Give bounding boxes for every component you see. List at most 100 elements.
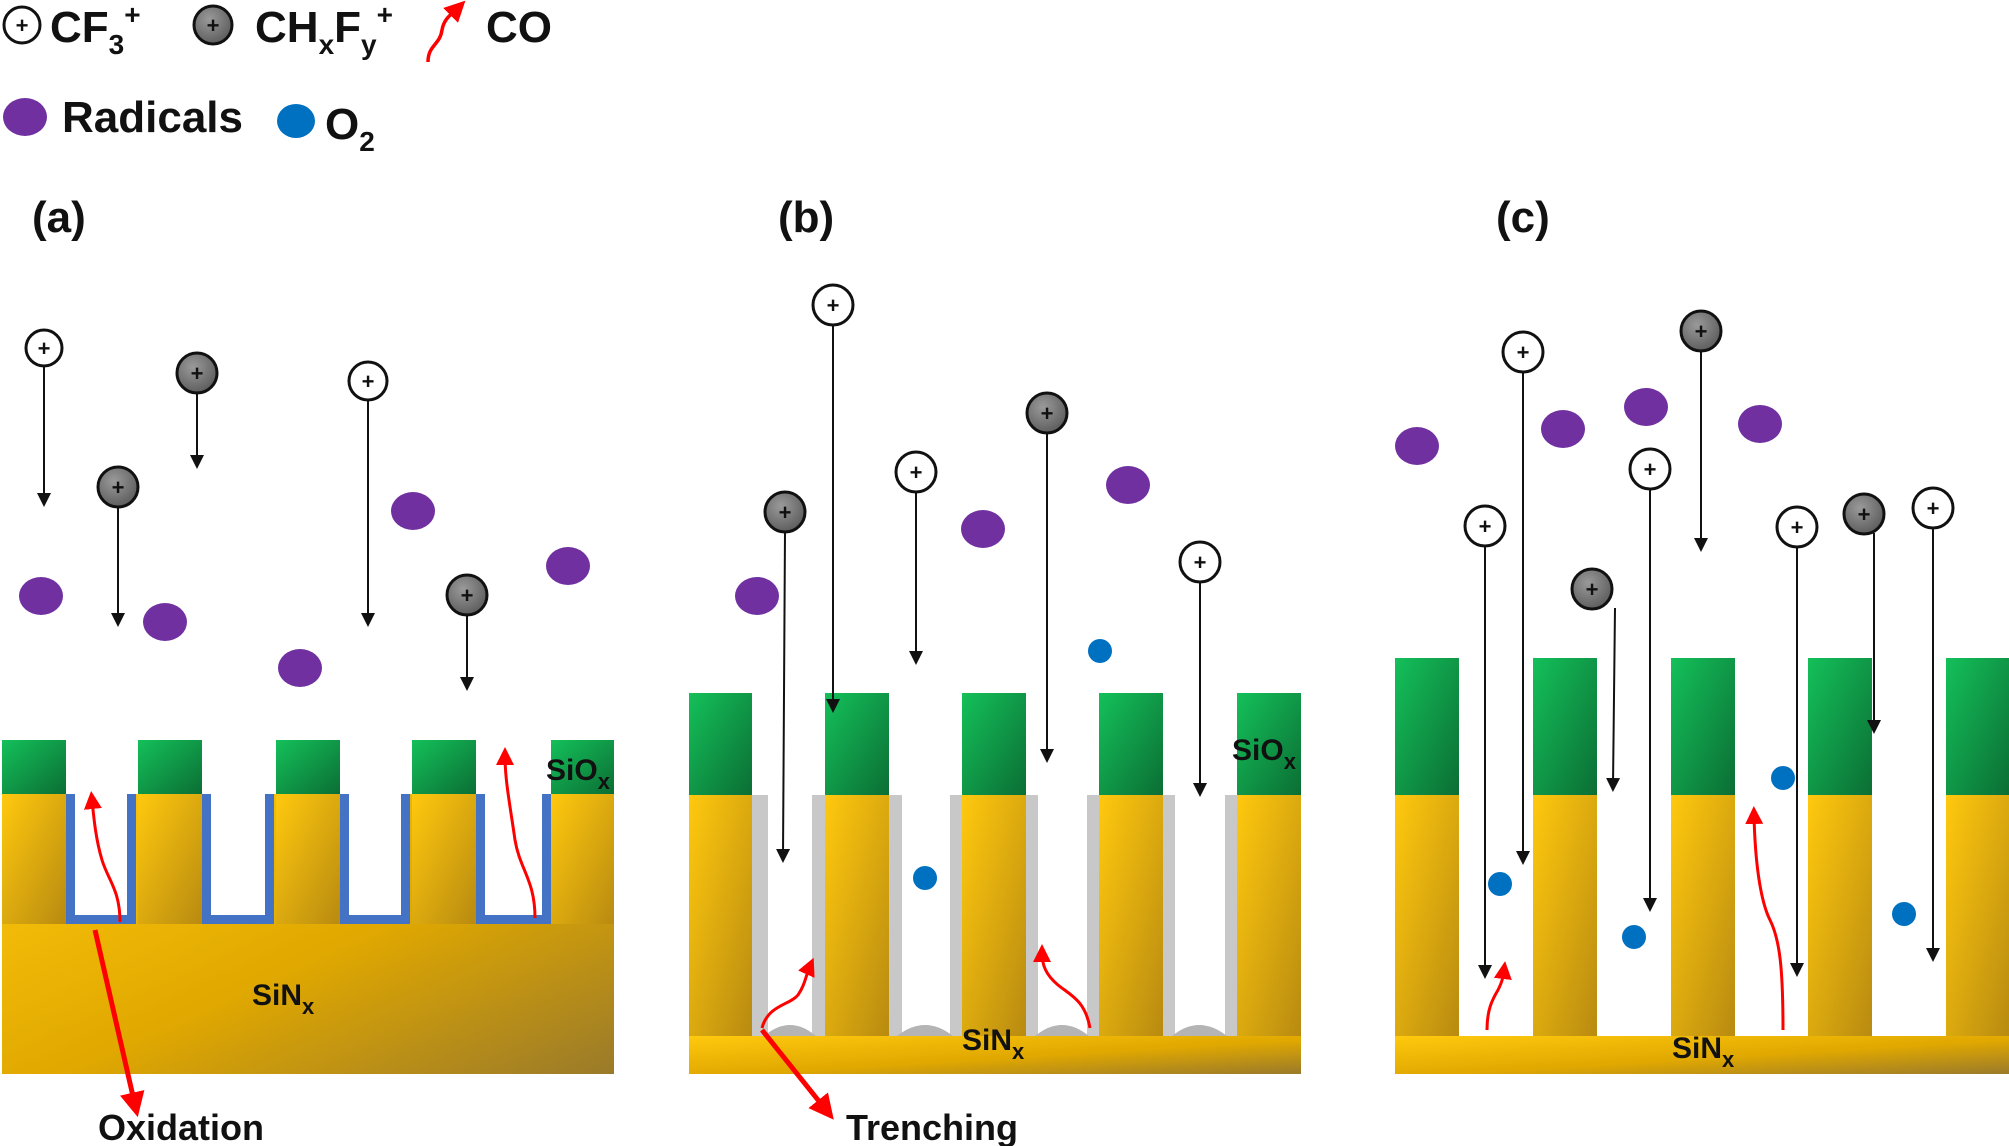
trench [211,794,265,915]
chxfy-ion-icon [192,4,234,46]
ion-plus: + [1517,340,1530,365]
siox-block [962,693,1026,795]
sidewall-film [752,795,768,1036]
legend-o2-label: O2 [325,100,375,157]
siox-block [1237,693,1301,795]
radical-icon [961,510,1005,548]
radical-icon [3,98,47,136]
chxfy-ion-icon [175,351,219,395]
siox-block [825,693,889,795]
legend-radicals: Radicals [3,93,243,142]
sinx-pillar [138,794,202,924]
o2-icon [1088,639,1112,663]
ion-plus: + [1479,514,1492,539]
chxfy-ion-icon [1025,391,1069,435]
trenches [66,794,551,924]
radical-icon [278,649,322,687]
oxidation-label: Oxidation [98,1107,264,1146]
pillars [2,794,614,924]
panel-b: (b) [689,193,1301,1146]
o2-molecules [1488,766,1916,949]
oxide-liner [340,794,410,924]
legend-chxfy-label: CHxFy+ [255,0,393,60]
o2-icon [913,866,937,890]
sinx-pillar [412,794,476,924]
ion-plus: + [1644,457,1657,482]
sinx-pillar [276,794,340,924]
co-arrow-icon [1033,944,1092,1029]
panel-c: (c) SiNx [1395,193,2009,1074]
co-arrow-icon [760,957,815,1029]
sinx-pillar [1237,795,1301,1036]
sidewall-film [1225,795,1237,1036]
ion-plus: + [207,13,220,38]
sinx-pillar [1099,795,1163,1036]
trench-bottom-deposit [764,1025,816,1036]
siox-block [276,740,340,794]
radical-icon [735,577,779,615]
ion-plus: + [112,475,125,500]
radicals [19,492,590,687]
siox-block [1946,658,2009,795]
sinx-pillar [1946,795,2009,1036]
trenching-arrow [760,1028,834,1120]
radical-icon [1106,466,1150,504]
sinx-pillar [825,795,889,1036]
ion-plus: + [827,293,840,318]
oxide-liner [476,794,551,924]
co-arrow-icon [1745,806,1785,1031]
ion-plus: + [1695,319,1708,344]
ion-trajectory [776,530,791,863]
panel-b-tag: (b) [778,193,834,242]
co-arrow-icon [426,0,466,63]
ion-plus: + [16,13,29,38]
legend: + CF3+ + CHxFy+ CO Radicals O2 [2,0,552,157]
radical-icon [391,492,435,530]
o2-icon [1488,872,1512,896]
sinx-label: SiNx [252,979,315,1019]
siox-mask [1395,658,2009,795]
radical-icon [1738,405,1782,443]
o2-molecules [913,639,1112,890]
cf3-ion-icon [24,328,64,368]
cf3-ion-icon [1628,447,1672,491]
sidewall-films [752,795,1237,1036]
o2-icon [277,104,315,138]
trenching-label: Trenching [846,1107,1018,1146]
sinx-substrate [1395,1036,2009,1074]
legend-co: CO [426,0,552,63]
pillars [689,795,1301,1036]
chxfy-ion-icon [445,573,489,617]
radical-icon [19,577,63,615]
siox-block [1395,658,1459,795]
chxfy-ion-icon [763,490,807,534]
cf3-ion-icon [1501,330,1545,374]
siox-block [412,740,476,794]
cf3-ion-icon [1463,504,1507,548]
oxide-liner [202,794,274,924]
cf3-ion-icon [894,450,938,494]
radical-icon [1624,388,1668,426]
ion-plus: + [38,336,51,361]
legend-radicals-label: Radicals [62,93,243,142]
radical-icon [546,547,590,585]
ion-plus: + [362,369,375,394]
ion-plus: + [1858,502,1871,527]
sinx-pillar [1671,795,1735,1036]
legend-cf3: + CF3+ [2,0,141,60]
ion-plus: + [191,361,204,386]
cf3-ion-icon [2,5,42,45]
sinx-label: SiNx [962,1024,1025,1064]
siox-block [1808,658,1872,795]
o2-icon [1892,902,1916,926]
co-arrow-icon [496,747,537,919]
ions: + + + + + [763,283,1222,863]
ion-plus: + [1791,515,1804,540]
sinx-pillar [1808,795,1872,1036]
panel-c-tag: (c) [1496,193,1550,242]
o2-icon [1622,925,1646,949]
siox-block [2,740,66,794]
radical-icon [1541,410,1585,448]
co-arrow-icon [83,791,122,923]
